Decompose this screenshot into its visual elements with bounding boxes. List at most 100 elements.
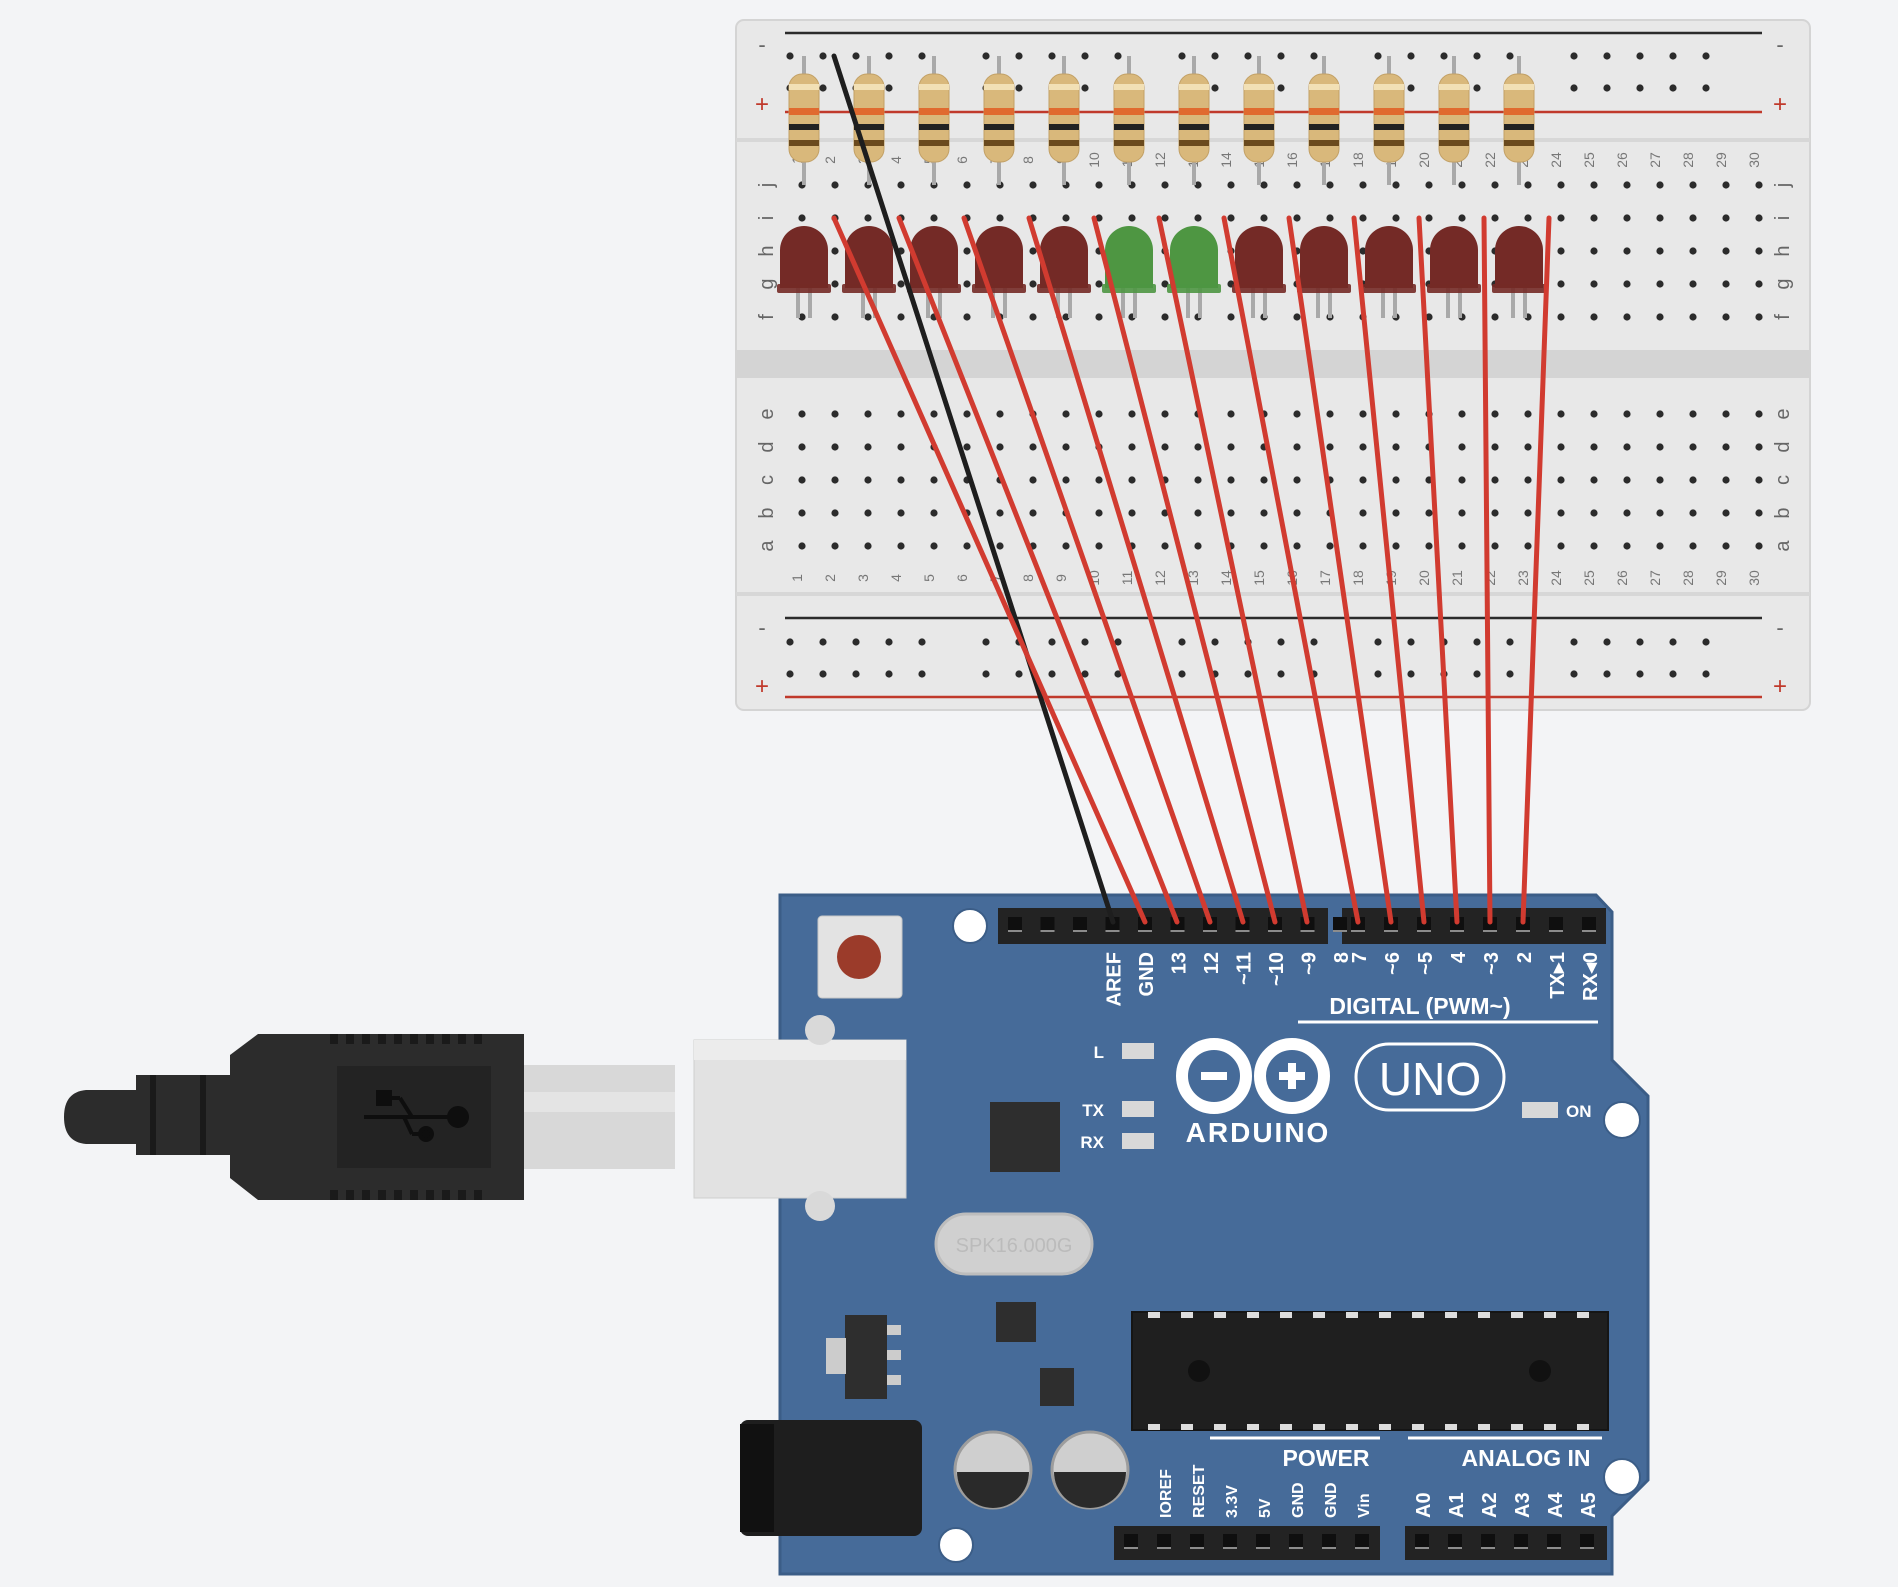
resistor-band [1049, 84, 1079, 90]
resistor-band [1504, 108, 1534, 115]
breadboard-hole [1114, 670, 1122, 678]
resistor[interactable] [918, 56, 950, 185]
jumper-wires[interactable] [831, 53, 1552, 925]
breadboard-hole [897, 313, 905, 321]
chip-pin [1511, 1312, 1523, 1318]
wire-signal[interactable] [1351, 215, 1427, 925]
arduino-uno-board[interactable]: SPK16.000G [693, 893, 1650, 1576]
wire-signal[interactable] [1520, 215, 1552, 925]
resistor[interactable] [788, 56, 820, 185]
wire-gnd[interactable] [831, 53, 1116, 925]
led-red[interactable] [1232, 226, 1286, 318]
header-pin[interactable] [1040, 917, 1055, 931]
breadboard-hole [1194, 476, 1202, 484]
led-red[interactable] [1492, 226, 1546, 318]
breadboard-hole [1114, 52, 1122, 60]
breadboard-hole [1603, 638, 1611, 646]
header-pin[interactable] [1008, 917, 1022, 931]
led-green[interactable] [1167, 226, 1221, 318]
reset-button[interactable] [817, 915, 903, 999]
row-label-h: h [756, 245, 778, 256]
usb-cable[interactable] [64, 1034, 675, 1200]
wire-signal[interactable] [896, 215, 1180, 925]
resistor[interactable] [1438, 56, 1470, 185]
breadboard-hole [1374, 638, 1382, 646]
breadboard-hole [1359, 181, 1367, 189]
breadboard-hole [1623, 247, 1631, 255]
led-dome [780, 226, 828, 288]
resistor-band [1374, 124, 1404, 130]
breadboard-hole [996, 443, 1004, 451]
header-pin[interactable] [1190, 1534, 1204, 1548]
header-pin[interactable] [1549, 917, 1563, 931]
wire-signal[interactable] [1156, 215, 1310, 925]
resistor[interactable] [1113, 56, 1145, 185]
wire-signal[interactable] [1091, 215, 1278, 925]
resistor[interactable] [983, 56, 1015, 185]
header-pin[interactable] [1448, 1534, 1462, 1548]
breadboard-hole [1656, 280, 1664, 288]
column-label-bottom: 3 [855, 574, 871, 582]
row-label-a: a [756, 540, 778, 552]
header-pin[interactable] [1073, 917, 1087, 931]
header-pin[interactable] [1333, 917, 1347, 931]
header-pin[interactable] [1415, 1534, 1429, 1548]
header-pin[interactable] [1481, 1534, 1495, 1548]
breadboard-hole [831, 443, 839, 451]
resistor[interactable] [1373, 56, 1405, 185]
usb-port-tab [805, 1191, 835, 1221]
column-label-bottom: 14 [1218, 570, 1234, 586]
wire-signal[interactable] [1221, 215, 1361, 925]
wire-signal[interactable] [1286, 215, 1394, 925]
breadboard-hole [864, 509, 872, 517]
resistor[interactable] [1178, 56, 1210, 185]
breadboard-hole [831, 476, 839, 484]
power-jack [740, 1420, 922, 1536]
led-green[interactable] [1102, 226, 1156, 318]
ridge [442, 1190, 450, 1200]
breadboard-hole [1702, 638, 1710, 646]
resistor[interactable] [1048, 56, 1080, 185]
wire-signal[interactable] [1416, 215, 1460, 925]
wire-signal[interactable] [961, 215, 1213, 925]
header-pin[interactable] [1223, 1534, 1237, 1548]
led-red[interactable] [1297, 226, 1351, 318]
breadboard-hole [963, 247, 971, 255]
header-pin[interactable] [1355, 1534, 1369, 1548]
header-pin[interactable] [1322, 1534, 1336, 1548]
header-pin[interactable] [1547, 1534, 1561, 1548]
ridge [378, 1034, 386, 1044]
led-red[interactable] [1362, 226, 1416, 318]
wire-signal[interactable] [831, 215, 1148, 925]
header-pin[interactable] [1289, 1534, 1303, 1548]
resistor[interactable] [1243, 56, 1275, 185]
header-pin[interactable] [1514, 1534, 1528, 1548]
header-pin[interactable] [1580, 1534, 1594, 1548]
resistor-band [1114, 84, 1144, 90]
breadboard-hole [798, 313, 806, 321]
wire-signal[interactable] [1481, 215, 1493, 925]
breadboard-hole [1557, 214, 1565, 222]
resistor[interactable] [1503, 56, 1535, 185]
wire-signal[interactable] [1026, 215, 1246, 925]
led-dome [1235, 226, 1283, 288]
led-red[interactable] [777, 226, 831, 318]
header-pin[interactable] [1124, 1534, 1138, 1548]
header-pin[interactable] [1256, 1534, 1270, 1548]
row-label-i: i [756, 216, 778, 220]
breadboard-hole [1656, 247, 1664, 255]
header-pin[interactable] [1157, 1534, 1171, 1548]
led-red[interactable] [1427, 226, 1481, 318]
breadboard-hole [1277, 638, 1285, 646]
breadboard-hole [1590, 247, 1598, 255]
breadboard-hole [831, 509, 839, 517]
breadboard-hole [1293, 410, 1301, 418]
header-pin[interactable] [1582, 917, 1596, 931]
resistor[interactable] [1308, 56, 1340, 185]
breadboard-hole [963, 443, 971, 451]
breadboard[interactable]: - - + + - - + + ffgghhiijjaabbccddee1122… [735, 19, 1811, 711]
transistor [1040, 1368, 1074, 1406]
led-red[interactable] [1037, 226, 1091, 318]
breadboard-hole [1590, 313, 1598, 321]
